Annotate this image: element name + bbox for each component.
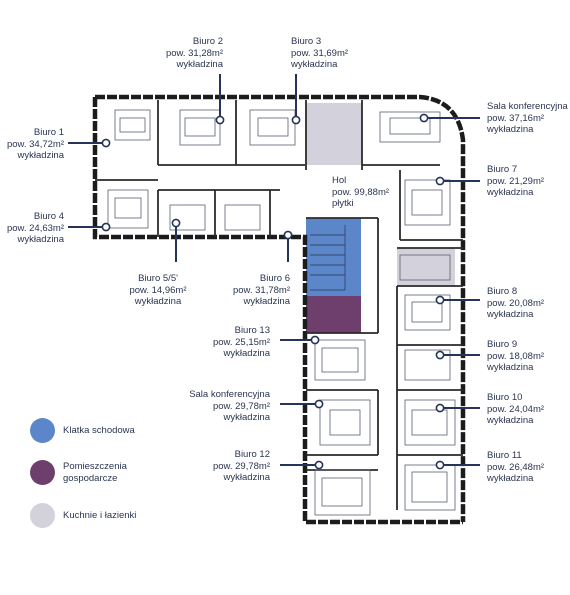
legend-label-utility: Pomieszczenia gospodarcze	[63, 461, 127, 484]
leader-lines	[68, 74, 480, 466]
legend-label-kitchen: Kuchnie i łazienki	[63, 510, 137, 521]
legend-swatch-stairwell	[30, 418, 55, 443]
legend-swatch-utility	[30, 460, 55, 485]
stairs	[310, 225, 346, 291]
legend-swatch-kitchen	[30, 503, 55, 528]
furniture	[107, 109, 456, 516]
utility-room-area	[306, 296, 361, 333]
legend-label-stairwell: Klatka schodowa	[63, 425, 135, 436]
kitchen-area-top	[306, 103, 362, 165]
room-markers	[101, 113, 445, 470]
outer-walls	[92, 94, 466, 525]
stairwell-area	[306, 218, 361, 296]
